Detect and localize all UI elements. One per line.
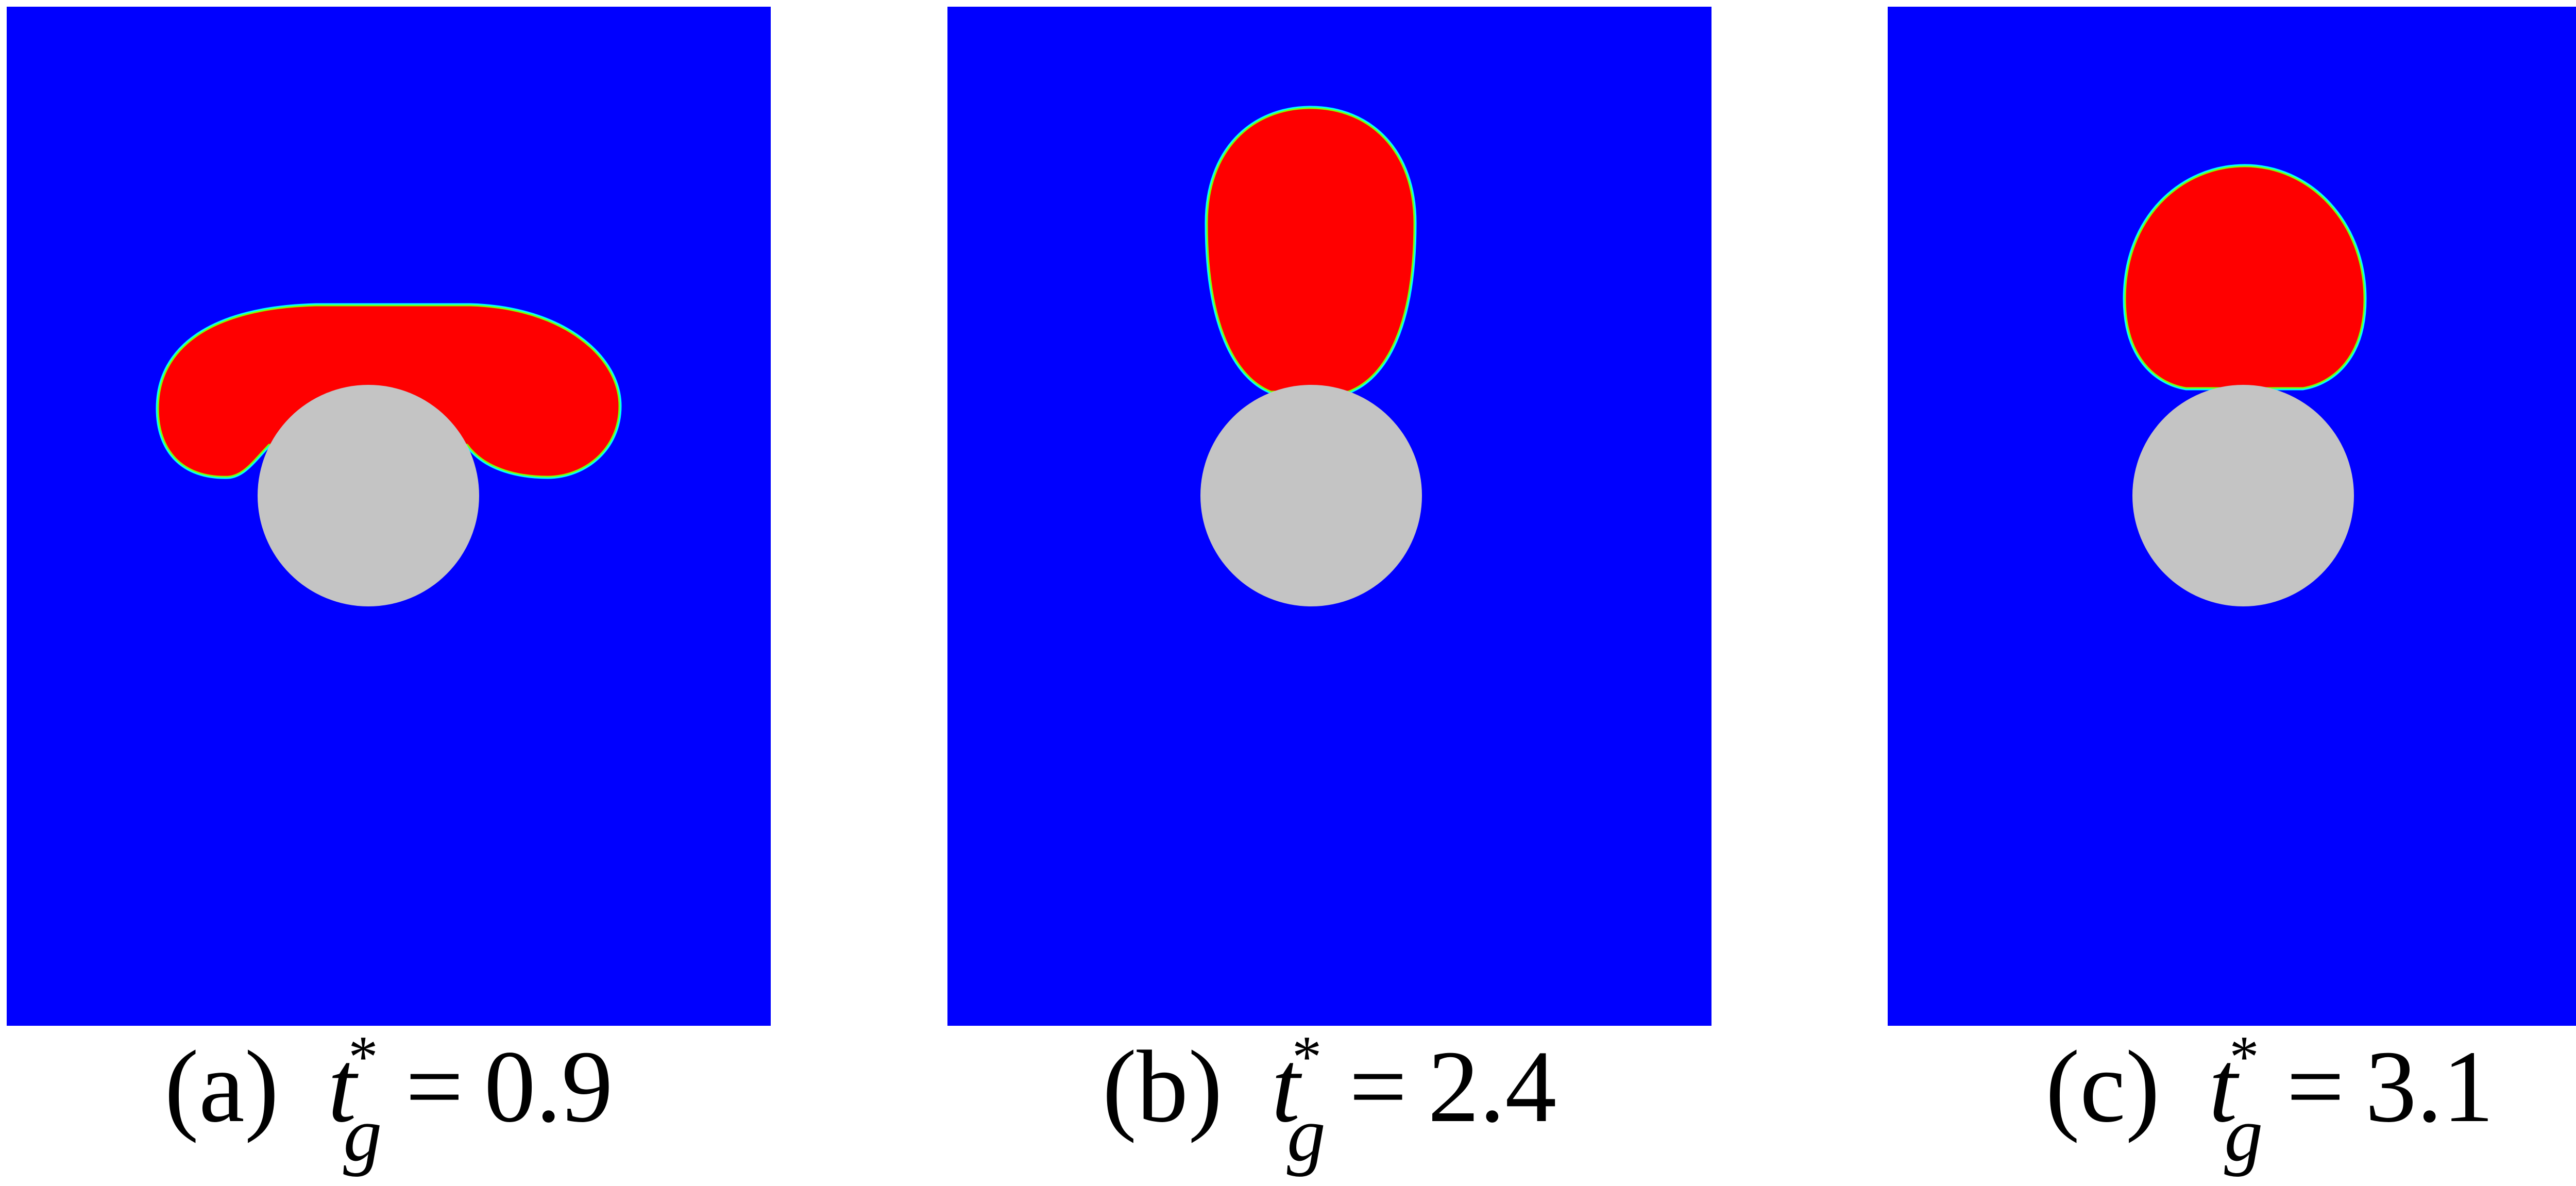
caption-label: (b) [1102,1030,1223,1144]
panel-a-simulation [7,7,771,1026]
equals-sign: = [2286,1030,2345,1144]
time-variable: t*g [328,1024,382,1177]
droplet-body [1206,107,1415,393]
caption-c: (c) t*g = 3.1 [1888,1024,2576,1177]
time-variable: t*g [1272,1024,1326,1177]
equals-sign: = [405,1030,464,1144]
caption-label: (c) [2045,1030,2160,1144]
solid-particle [1200,385,1422,606]
solid-particle [258,385,479,606]
droplet [2123,164,2367,391]
panel-c-canvas [1888,7,2576,1026]
caption-a: (a) t*g = 0.9 [7,1024,771,1177]
subscript-g: g [2224,1092,2263,1177]
droplet-body [2124,165,2365,389]
droplet [1205,106,1417,394]
superscript-star: * [2229,1024,2259,1090]
time-value: 2.4 [1428,1030,1557,1144]
superscript-star: * [348,1024,378,1090]
panel-a-canvas [7,7,771,1026]
time-value: 3.1 [2365,1030,2494,1144]
time-variable: t*g [2209,1024,2263,1177]
solid-particle [2132,385,2354,606]
caption-b: (b) t*g = 2.4 [947,1024,1711,1177]
panel-b-simulation [947,7,1711,1026]
time-value: 0.9 [484,1030,613,1144]
subscript-g: g [1286,1092,1326,1177]
panel-c-simulation [1888,7,2576,1026]
caption-label: (a) [164,1030,279,1144]
panel-b-canvas [947,7,1711,1026]
subscript-g: g [343,1092,382,1177]
equals-sign: = [1349,1030,1408,1144]
superscript-star: * [1292,1024,1322,1090]
